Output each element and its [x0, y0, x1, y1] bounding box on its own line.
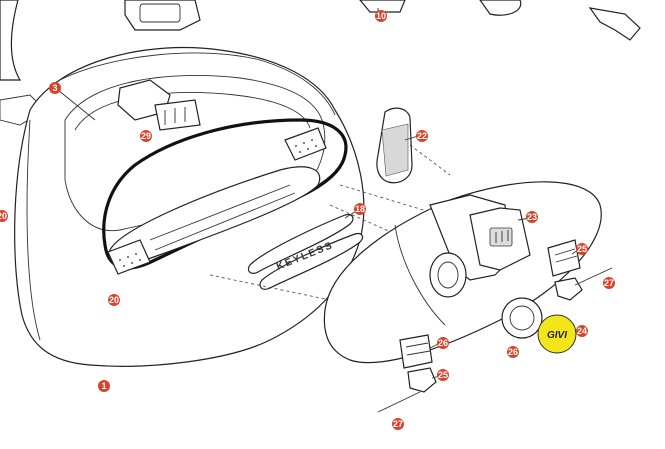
callout-27-right-label: 27	[604, 278, 614, 288]
callout-24[interactable]: 25	[437, 369, 449, 381]
givi-logo-text: GIVI	[547, 330, 567, 341]
callout-22-label: 23	[527, 212, 537, 222]
hinge-bottom	[399, 334, 437, 393]
callout-23[interactable]: 24	[576, 325, 588, 337]
callout-22[interactable]: 23	[526, 211, 538, 223]
callout-1[interactable]: 1	[98, 380, 110, 392]
callout-25-right-label: 25	[577, 244, 587, 254]
callout-3[interactable]: 3	[49, 82, 61, 94]
grille-pad-right	[284, 127, 327, 161]
hinge-pin-right	[574, 267, 613, 286]
key-part	[479, 0, 641, 41]
callout-20[interactable]: 20	[108, 294, 120, 306]
callout-27-bottom[interactable]: 27	[392, 418, 404, 430]
grab-handle	[108, 166, 321, 266]
callout-10-label: 10	[376, 11, 386, 21]
case-lid	[323, 181, 602, 364]
shell-hinge	[117, 79, 201, 131]
callout-21[interactable]: 22	[416, 130, 428, 142]
reflector-panel	[376, 107, 413, 184]
callout-24-label: 25	[438, 370, 448, 380]
callout-20-edge-label: 20	[0, 211, 7, 221]
callout-23-label: 24	[577, 326, 587, 336]
callout-10[interactable]: 10	[375, 10, 387, 22]
callout-21-label: 22	[417, 131, 427, 141]
callout-18-label: 18	[355, 204, 365, 214]
callout-26[interactable]: 26	[507, 346, 519, 358]
callout-27-bottom-label: 27	[393, 419, 403, 429]
callout-20-edge[interactable]: 20	[0, 210, 8, 222]
lock-cylinder-part	[359, 0, 406, 13]
top-hinge-part	[124, 0, 201, 31]
callout-29[interactable]: 29	[140, 130, 152, 142]
assembly-guides	[209, 144, 451, 301]
callout-26-label: 26	[508, 347, 518, 357]
callout-3-label: 3	[52, 83, 57, 93]
givi-logo-badge: GIVI	[537, 314, 577, 354]
left-lid-edge	[0, 0, 22, 81]
callout-25-right[interactable]: 25	[576, 243, 588, 255]
badge-ring	[501, 297, 543, 339]
grille-pad-left	[107, 239, 151, 275]
brand-plate: KEYLESS	[247, 213, 364, 290]
callout-29-label: 29	[141, 131, 151, 141]
callout-1-label: 1	[101, 381, 106, 391]
callout-27-right[interactable]: 27	[603, 277, 615, 289]
callout-25-bottom[interactable]: 26	[437, 337, 449, 349]
callout-20-label: 20	[109, 295, 119, 305]
seal-gasket	[102, 118, 348, 270]
hinge-pin-bottom	[377, 391, 421, 413]
callout-25-bottom-label: 26	[438, 338, 448, 348]
hinge-right	[547, 239, 583, 301]
callout-18[interactable]: 18	[354, 203, 366, 215]
